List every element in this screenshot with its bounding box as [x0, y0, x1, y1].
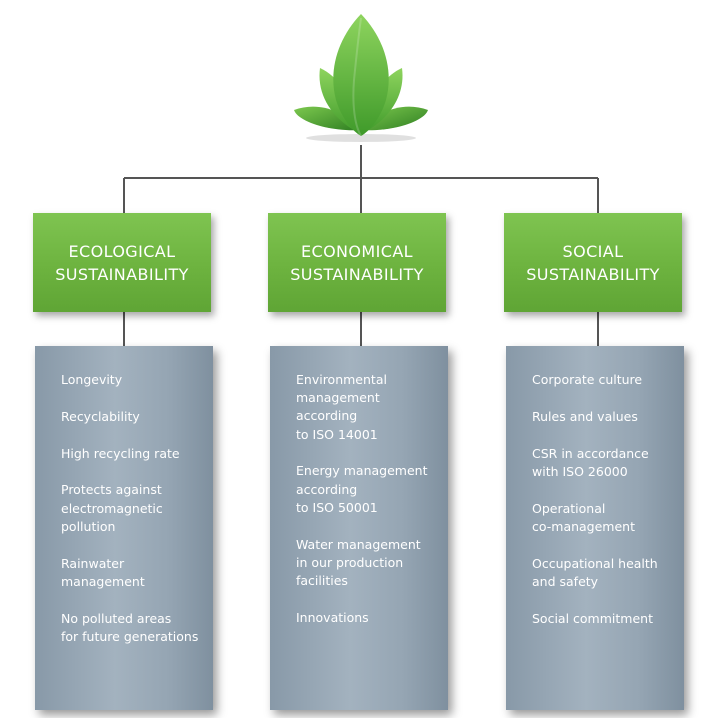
list-item: Environmental management according to IS… [296, 372, 387, 442]
list-item: Occupational health and safety [532, 555, 658, 589]
list-item: Corporate culture [532, 372, 643, 387]
ecological-card: Longevity Recyclability High recycling r… [35, 346, 213, 710]
economical-list: Environmental management according to IS… [270, 346, 448, 627]
social-title: SOCIAL SUSTAINABILITY [526, 241, 660, 284]
list-item: Energy management according to ISO 50001 [296, 463, 428, 515]
lotus-leaf-icon [294, 14, 428, 142]
list-item: Protects against electromagnetic polluti… [61, 482, 163, 534]
ecological-title: ECOLOGICAL SUSTAINABILITY [55, 241, 189, 284]
list-item: High recycling rate [61, 445, 180, 461]
social-card: Corporate culture Rules and values CSR i… [506, 346, 684, 710]
list-item: Social commitment [532, 610, 653, 626]
economical-card: Environmental management according to IS… [270, 346, 448, 710]
list-item: No polluted areas for future generations [61, 610, 199, 644]
list-item: Innovations [296, 609, 369, 625]
list-item: Recyclability [61, 408, 140, 424]
ecological-header: ECOLOGICAL SUSTAINABILITY [33, 213, 211, 312]
social-header: SOCIAL SUSTAINABILITY [504, 213, 682, 312]
list-item: CSR in accordance with ISO 26000 [532, 445, 649, 479]
social-list: Corporate culture Rules and values CSR i… [506, 346, 684, 628]
ecological-list: Longevity Recyclability High recycling r… [35, 346, 213, 646]
list-item: Water management in our production facil… [296, 536, 421, 589]
economical-header: ECONOMICAL SUSTAINABILITY [268, 213, 446, 312]
economical-title: ECONOMICAL SUSTAINABILITY [290, 241, 424, 284]
list-item: Rules and values [532, 408, 638, 424]
list-item: Longevity [61, 372, 123, 387]
list-item: Operational co-management [532, 500, 635, 534]
list-item: Rainwater management [61, 555, 145, 589]
